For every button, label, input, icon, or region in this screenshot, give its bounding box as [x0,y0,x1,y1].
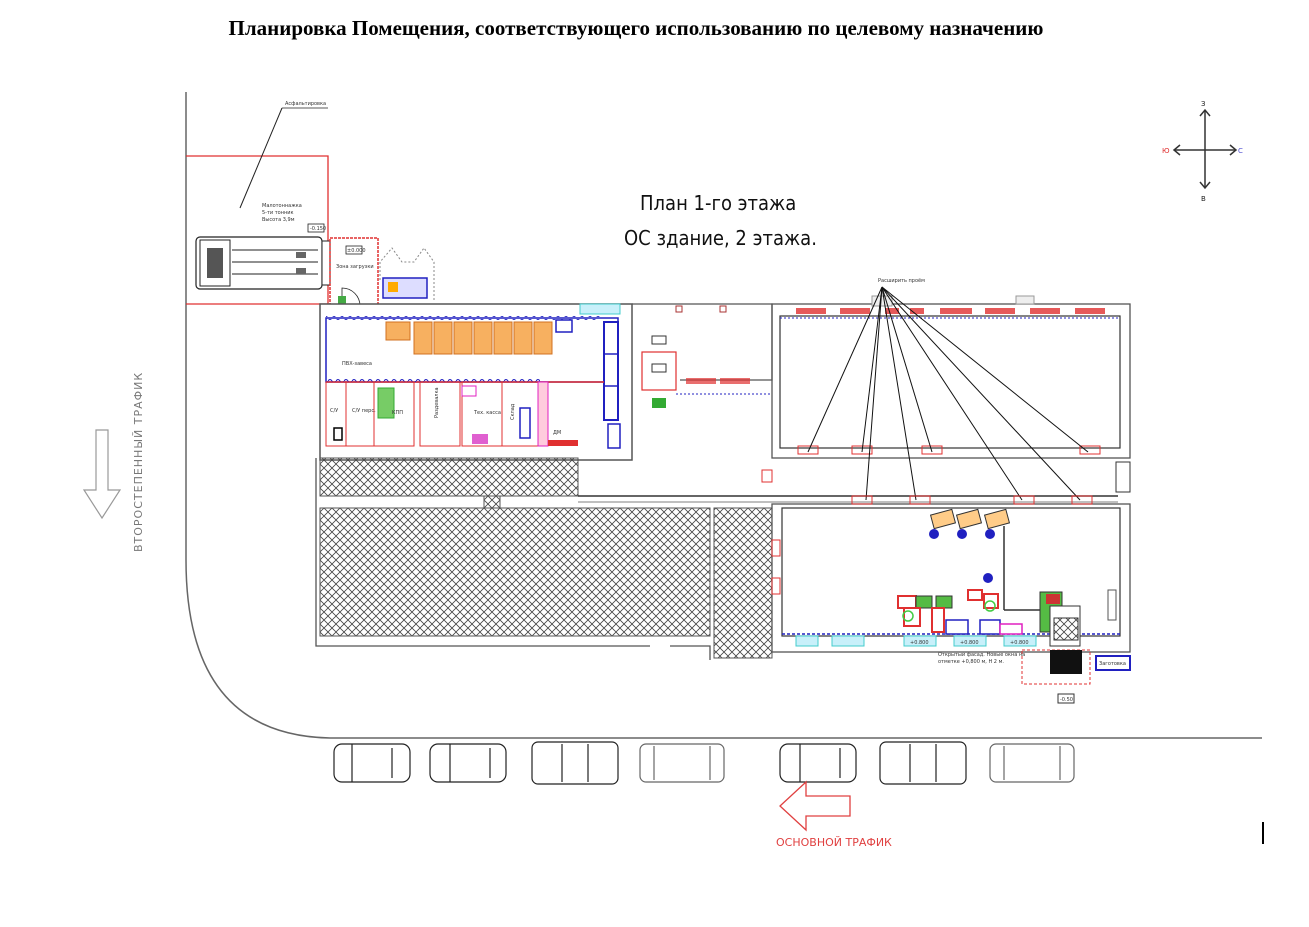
room-warehouse: Склад [510,403,516,420]
room-changing: Раздевалка [434,387,440,418]
car-icon [879,741,967,785]
window-level-2: +0.800 [960,640,979,646]
facade-note-2: отметке +0,800 м, Н 2 м. [938,659,1004,665]
pallet-racks [385,319,573,355]
leader-lines [807,286,1089,501]
parked-cars [333,741,1075,785]
loading-level: ±0.000 [347,248,366,254]
plan-heading-1: План 1-го этажа [640,191,796,215]
hall-right-bottom: +0.800 +0.800 +0.800 [761,469,1131,704]
main-traffic-arrow: ОСНОВНОЙ ТРАФИК [776,780,892,849]
compass-east: С [1238,147,1243,155]
plan-heading-2: ОС здание, 2 этажа. [624,226,817,250]
compass-rose: З В Ю С [1162,100,1243,203]
compass-south: В [1201,195,1206,203]
room-tech-cash: Тех. касса [473,410,501,416]
car-icon [779,743,857,783]
document-title: Планировка Помещения, соответствующего и… [228,16,1044,40]
equipment-cluster [897,508,1117,647]
compass-west: Ю [1162,147,1170,155]
site-boundary-line [185,92,1262,739]
room-dm: ДМ [553,430,561,436]
room-su-staff: С/У перс. [352,408,376,414]
loading-zone: ±0.000 Зона загрузки [329,237,435,307]
level-minus-050: -0.50 [1060,697,1073,703]
window-level-3: +0.800 [1010,640,1029,646]
room-su: С/У [330,408,338,414]
secondary-traffic-arrow: ВТОРОСТЕПЕННЫЙ ТРАФИК [82,372,145,552]
truck-label-3: Высота 3,9м [262,217,295,223]
car-icon [639,743,725,783]
truck-label-2: 5-ти тонник [262,210,294,216]
level-mark: -0.150 [310,226,326,232]
car-icon [333,743,411,783]
loading-zone-label: Зона загрузки [336,264,374,270]
pvh-curtain-label: ПВХ-завеса [342,361,372,367]
car-icon [531,741,619,785]
building-left-top: ПВХ-завеса С/У С/У перс. КПП Раздевалка … [319,303,633,461]
window-level-1: +0.800 [910,640,929,646]
widen-opening-label: Расширить проём [878,278,925,284]
main-traffic-label: ОСНОВНОЙ ТРАФИК [776,836,892,849]
truck-icon [195,236,331,290]
hall-right-top: Расширить проём [771,278,1131,501]
asphalt-label: Асфальтировка [285,101,326,107]
room-kpp: КПП [392,410,403,416]
facade-note-1: Открытый фасад. Новые окна на [938,651,1025,658]
asphalt-area: Асфальтировка Малотоннажка 5-ти тонник В… [186,101,329,305]
blue-box-label: Заготовка [1099,661,1126,667]
secondary-traffic-label: ВТОРОСТЕПЕННЫЙ ТРАФИК [132,372,145,552]
building-middle [632,303,773,408]
truck-label-1: Малотоннажка [262,203,302,209]
hatched-areas [315,457,773,660]
text-cursor [1262,822,1264,844]
compass-north: З [1201,100,1206,108]
car-icon [429,743,507,783]
car-icon [989,743,1075,783]
